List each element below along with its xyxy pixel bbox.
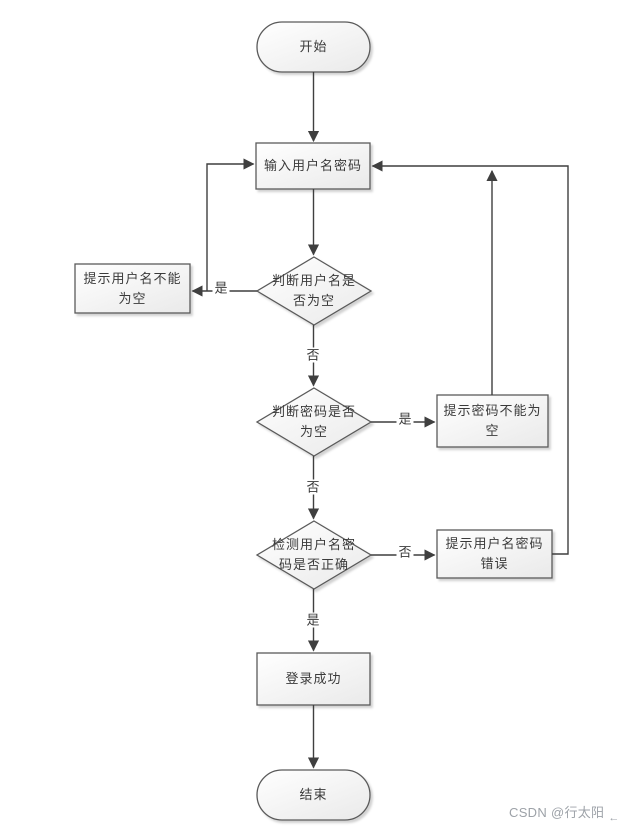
edge-label-username-empty-no: 否 <box>304 347 322 363</box>
edge-label-credentials-correct-yes: 是 <box>304 612 322 628</box>
edge-label-password-empty-yes: 是 <box>396 411 414 427</box>
edge-prompt-wrong-return-to-input <box>371 160 569 555</box>
node-prompt-username-empty-shape <box>74 263 191 314</box>
watermark-cursor-icon: ← <box>608 812 620 824</box>
edge-label-username-empty-yes: 是 <box>212 280 230 296</box>
node-login-success-shape <box>256 652 371 706</box>
edge-prompt-username-return-to-input <box>206 158 255 291</box>
node-check-username-empty-shape <box>255 256 373 326</box>
watermark-text: CSDN @行太阳 <box>509 805 605 820</box>
node-start-shape <box>256 21 371 73</box>
watermark: CSDN @行太阳← <box>509 802 620 824</box>
node-check-password-empty-shape <box>255 387 373 457</box>
node-prompt-credentials-wrong-shape <box>436 529 553 579</box>
node-prompt-password-empty-shape <box>436 394 549 448</box>
node-end-shape <box>256 769 371 821</box>
node-check-credentials-correct-shape <box>255 520 373 590</box>
edge-label-password-empty-no: 否 <box>304 479 322 495</box>
edge-label-credentials-wrong-no: 否 <box>396 544 414 560</box>
node-input-credentials-shape <box>255 142 371 190</box>
